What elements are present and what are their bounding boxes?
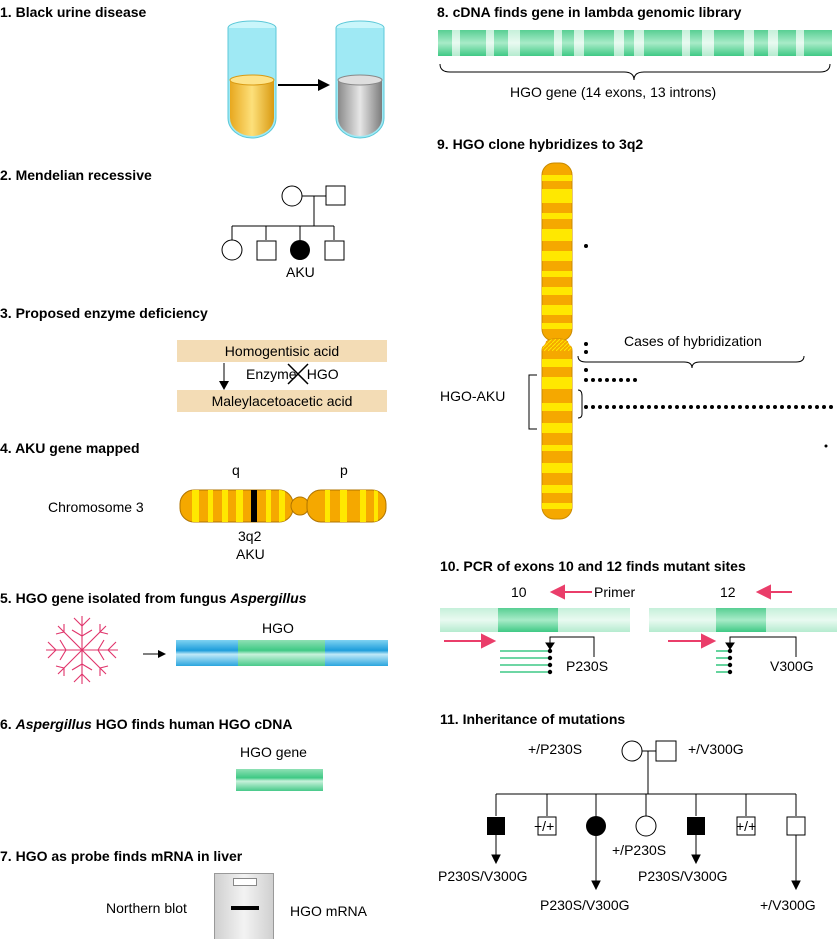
aku-gene-label: AKU — [236, 546, 265, 562]
child-4-genotype: +/P230S — [612, 842, 667, 858]
normal-urine-tube — [227, 20, 277, 139]
child-5-genotype: P230S/V300G — [638, 868, 728, 884]
step-4-title: 4. AKU gene mapped — [0, 440, 140, 456]
hybridization-dots — [584, 244, 833, 448]
hgo-fungal-label: HGO — [262, 620, 294, 636]
step-10-title: 10. PCR of exons 10 and 12 finds mutant … — [440, 558, 746, 574]
exon-12 — [716, 608, 766, 632]
gene-brace — [439, 63, 831, 81]
hgo-aku-bracket — [528, 374, 537, 430]
aku-label: AKU — [286, 264, 315, 280]
northern-blot-label: Northern blot — [106, 900, 187, 916]
chromosome-3 — [179, 489, 387, 523]
exon-10-label: 10 — [511, 584, 527, 600]
mrna-band — [231, 906, 259, 910]
child-1-genotype: P230S/V300G — [438, 868, 528, 884]
step-5-title: 5. HGO gene isolated from fungus Aspergi… — [0, 590, 307, 606]
arrow-right-icon — [278, 79, 330, 91]
child-6-genotype: +/+ — [736, 818, 757, 834]
hgo-gene-structure-label: HGO gene (14 exons, 13 introns) — [510, 84, 717, 100]
genomic-hgo-gene — [438, 30, 832, 81]
mother-genotype: +/P230S — [528, 741, 583, 757]
substrate-box: Homogentisic acid — [177, 340, 387, 362]
fungus-icon — [46, 616, 118, 684]
step-11-title: 11. Inheritance of mutations — [440, 711, 626, 727]
mutation-p230s-label: P230S — [566, 658, 609, 674]
locus-label: 3q2 — [238, 528, 262, 544]
child-7-genotype: +/V300G — [760, 897, 816, 913]
p-arm-label: p — [340, 462, 348, 478]
chromosome-3-vertical — [541, 162, 573, 520]
hgo-mrna-label: HGO mRNA — [290, 903, 367, 919]
northern-blot-gel — [214, 873, 274, 939]
test-tubes — [227, 20, 385, 139]
arrow-down-icon — [219, 363, 229, 390]
aku-locus-band — [251, 490, 257, 522]
primer-label: Primer — [594, 584, 636, 600]
pedigree-recessive — [221, 185, 346, 261]
exon-10 — [498, 608, 558, 632]
affected-individual — [290, 240, 310, 260]
father-genotype: +/V300G — [688, 741, 744, 757]
arrow-right-icon — [143, 650, 166, 658]
exon-12-label: 12 — [720, 584, 736, 600]
step-2-title: 2. Mendelian recessive — [0, 167, 152, 183]
step-6-title: 6. Aspergillus HGO finds human HGO cDNA — [0, 716, 293, 732]
cases-of-hybridization-label: Cases of hybridization — [624, 333, 762, 349]
chromosome-3-label: Chromosome 3 — [48, 499, 144, 515]
cross-icon — [287, 363, 309, 385]
step-3-title: 3. Proposed enzyme deficiency — [0, 305, 208, 321]
hgo-aku-region-label: HGO-AKU — [440, 388, 506, 404]
hgo-gene-segment — [238, 640, 325, 666]
child-3-genotype: P230S/V300G — [540, 897, 630, 913]
pcr-primers — [444, 584, 797, 675]
step-8-title: 8. cDNA finds gene in lambda genomic lib… — [437, 4, 742, 20]
hgo-gene-label: HGO gene — [240, 744, 307, 760]
dark-urine-tube — [335, 20, 385, 139]
step-1-title: 1. Black urine disease — [0, 4, 147, 20]
mutation-v300g-label: V300G — [770, 658, 814, 674]
step-7-title: 7. HGO as probe finds mRNA in liver — [0, 848, 243, 864]
child-2-genotype: +/+ — [534, 818, 555, 834]
step-9-title: 9. HGO clone hybridizes to 3q2 — [437, 136, 644, 152]
product-box: Maleylacetoacetic acid — [177, 390, 387, 412]
pedigree-mutations — [487, 740, 806, 891]
human-hgo-cdna — [236, 769, 323, 791]
hybridization-cases-brace — [577, 355, 805, 419]
q-arm-label: q — [232, 462, 240, 478]
